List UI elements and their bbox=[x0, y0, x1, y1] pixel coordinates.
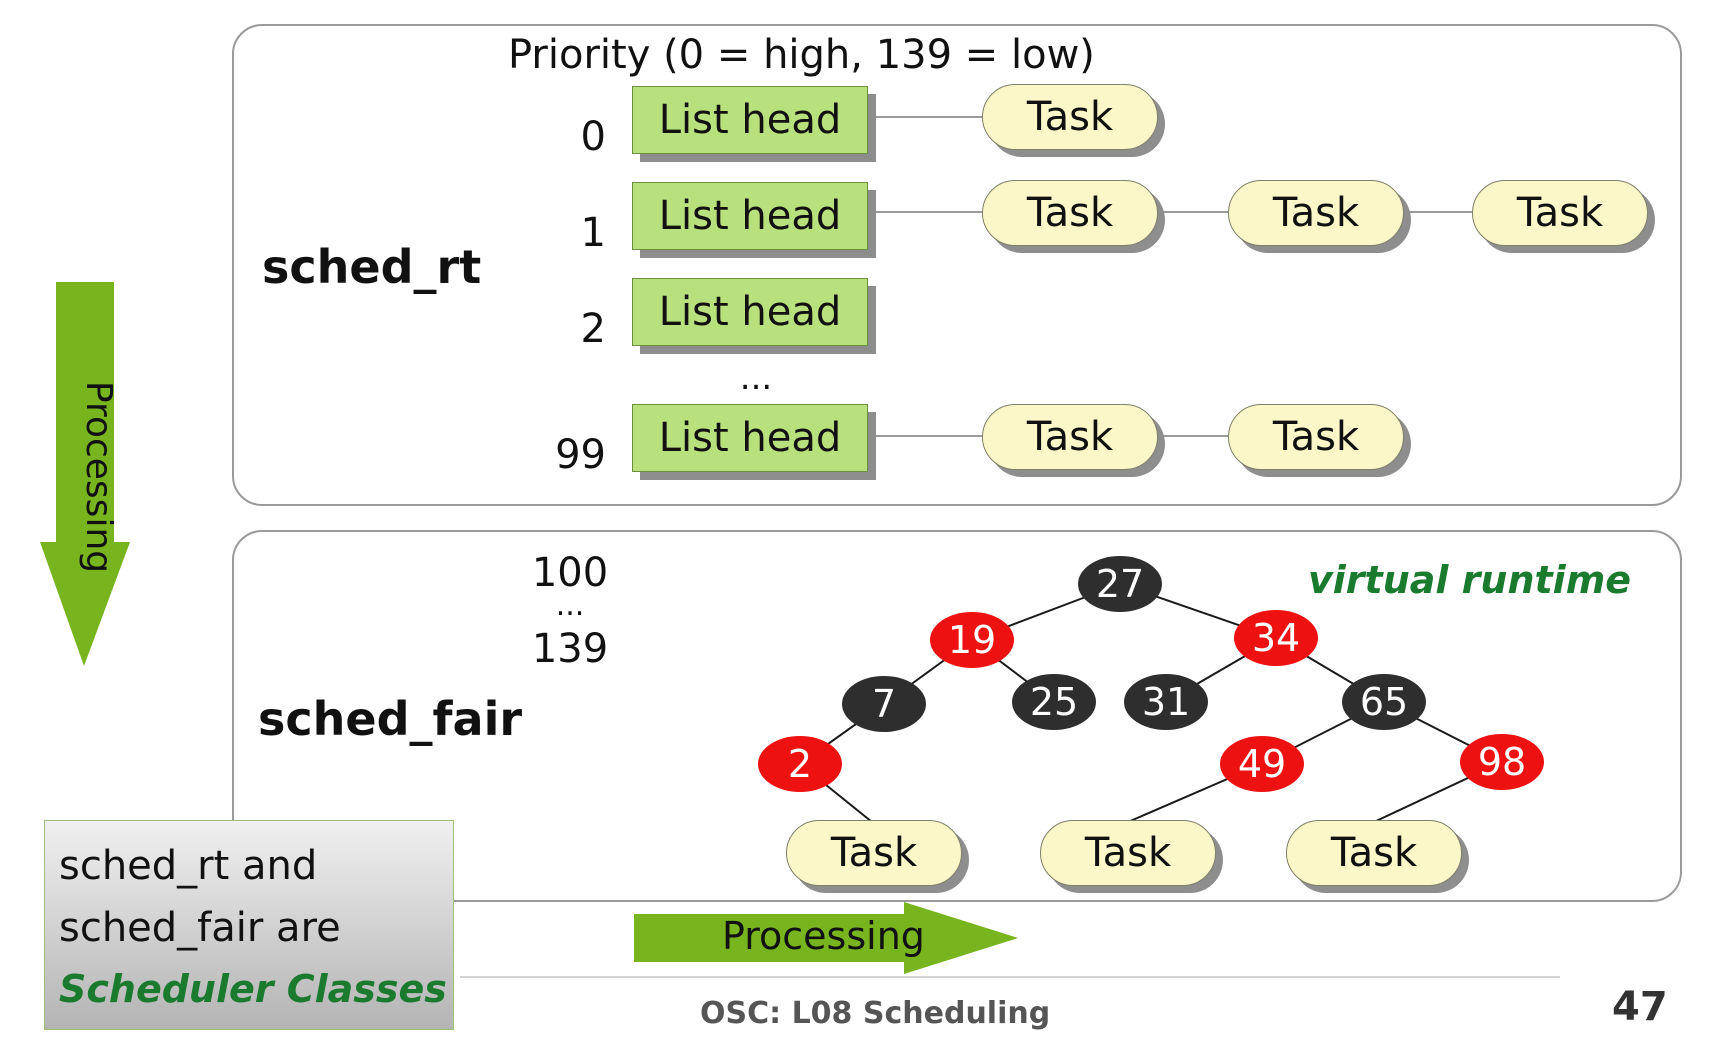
note-line-1: sched_rt and bbox=[59, 843, 318, 889]
tree-node-34: 34 bbox=[1234, 610, 1318, 666]
fair-range-top: 100 bbox=[531, 550, 609, 596]
page-number: 47 bbox=[1612, 984, 1668, 1030]
rt-task-1-0: Task bbox=[982, 180, 1158, 246]
footer-course: OSC: L08 Scheduling bbox=[700, 996, 1051, 1031]
tree-node-19: 19 bbox=[930, 612, 1014, 668]
processing-horizontal-label: Processing bbox=[722, 914, 925, 958]
virtual-runtime-label: virtual runtime bbox=[1308, 558, 1632, 602]
note-line-2: sched_fair are bbox=[59, 905, 341, 951]
list-head-99: List head bbox=[632, 404, 868, 472]
sched-rt-panel bbox=[232, 24, 1682, 506]
fair-task-0: Task bbox=[786, 820, 962, 886]
priority-99: 99 bbox=[555, 432, 606, 478]
tree-node-49: 49 bbox=[1220, 736, 1304, 792]
list-head-2: List head bbox=[632, 278, 868, 346]
tree-node-25: 25 bbox=[1012, 674, 1096, 730]
scheduler-classes-note: sched_rt and sched_fair are Scheduler Cl… bbox=[44, 820, 454, 1030]
processing-right-arrow bbox=[634, 902, 1018, 974]
tree-node-31: 31 bbox=[1124, 674, 1208, 730]
list-head-1: List head bbox=[632, 182, 868, 250]
fair-task-2: Task bbox=[1286, 820, 1462, 886]
sched-rt-label: sched_rt bbox=[262, 240, 482, 294]
priority-0: 0 bbox=[580, 114, 606, 160]
tree-node-65: 65 bbox=[1342, 674, 1426, 730]
rt-task-99-1: Task bbox=[1228, 404, 1404, 470]
processing-down-arrow bbox=[40, 282, 130, 666]
fair-task-1: Task bbox=[1040, 820, 1216, 886]
priority-2: 2 bbox=[580, 306, 606, 352]
tree-node-2: 2 bbox=[758, 736, 842, 792]
priority-label: Priority (0 = high, 139 = low) bbox=[508, 32, 1095, 78]
footer-rule bbox=[460, 976, 1560, 978]
note-line-3: Scheduler Classes bbox=[59, 967, 447, 1011]
tree-node-98: 98 bbox=[1460, 734, 1544, 790]
rt-task-0-0: Task bbox=[982, 84, 1158, 150]
list-head-0: List head bbox=[632, 86, 868, 154]
fair-range-bottom: 139 bbox=[531, 626, 609, 672]
priority-1: 1 bbox=[580, 210, 606, 256]
tree-node-27: 27 bbox=[1078, 556, 1162, 612]
sched-fair-label: sched_fair bbox=[258, 692, 523, 746]
rt-task-1-2: Task bbox=[1472, 180, 1648, 246]
rt-task-1-1: Task bbox=[1228, 180, 1404, 246]
rt-ellipsis: ... bbox=[739, 358, 773, 398]
fair-range-ellipsis: ... bbox=[555, 588, 585, 623]
rt-task-99-0: Task bbox=[982, 404, 1158, 470]
tree-node-7: 7 bbox=[842, 676, 926, 732]
